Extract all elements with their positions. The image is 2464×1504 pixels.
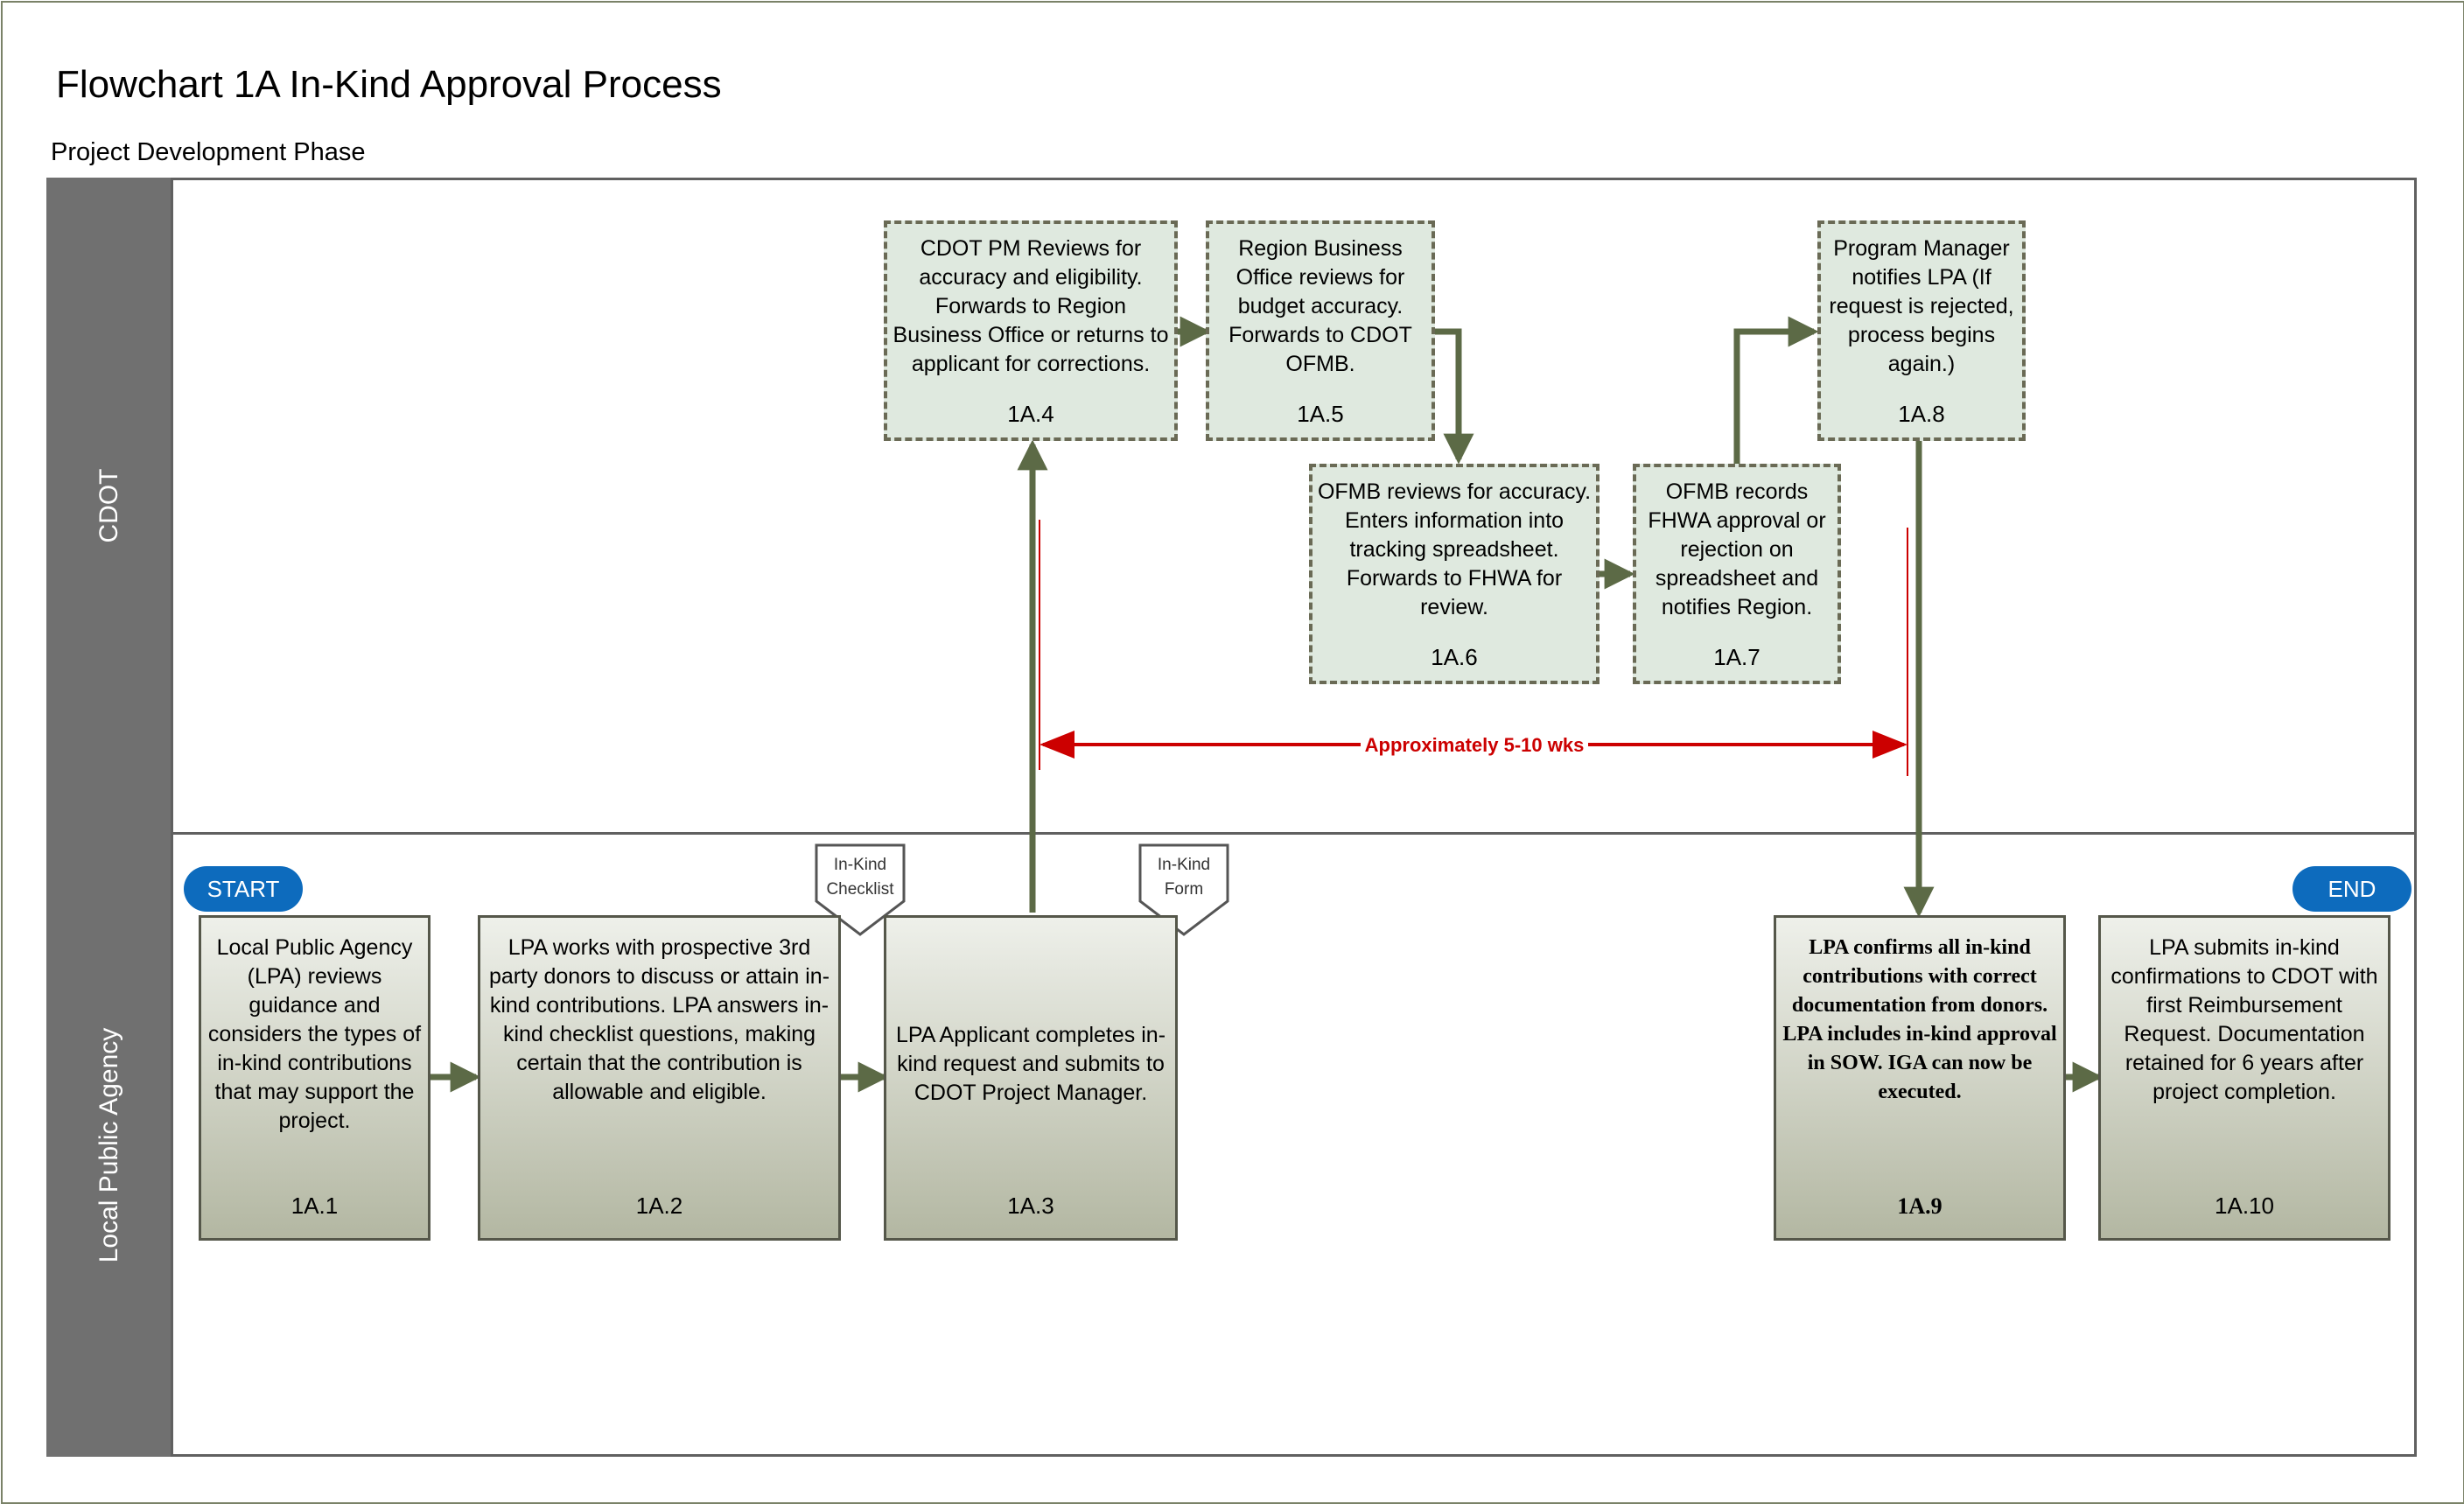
page-title: Flowchart 1A In-Kind Approval Process [56, 63, 722, 106]
step-1a5: Region Business Office reviews for budge… [1206, 220, 1435, 441]
arrow-1a7-to-1a8 [1733, 316, 1819, 464]
step-1a4-id: 1A.4 [1007, 401, 1054, 427]
step-1a6-id: 1A.6 [1431, 644, 1478, 670]
step-1a4-text: CDOT PM Reviews for accuracy and eligibi… [892, 236, 1169, 376]
step-1a4: CDOT PM Reviews for accuracy and eligibi… [884, 220, 1178, 441]
step-1a10-text: LPA submits in-kind confirmations to CDO… [2110, 935, 2378, 1104]
step-1a6-text: OFMB reviews for accuracy. Enters inform… [1317, 479, 1592, 619]
step-1a7-id: 1A.7 [1713, 644, 1760, 670]
step-1a8: Program Manager notifies LPA (If request… [1817, 220, 2026, 441]
form-label-line1: In-Kind [1158, 856, 1210, 874]
step-1a2: LPA works with prospective 3rd party don… [478, 915, 841, 1241]
step-1a8-id: 1A.8 [1898, 401, 1945, 427]
step-1a1-id: 1A.1 [290, 1193, 339, 1219]
in-kind-checklist-document: In-Kind Checklist [815, 843, 906, 936]
end-terminator: END [2292, 866, 2412, 912]
lane-divider [172, 832, 2417, 835]
step-1a8-text: Program Manager notifies LPA (If request… [1829, 236, 2014, 376]
form-label-line2: Form [1165, 880, 1203, 899]
phase-subtitle: Project Development Phase [51, 138, 366, 166]
step-1a10-id: 1A.10 [2215, 1193, 2274, 1219]
arrow-1a5-to-1a6 [1435, 328, 1474, 465]
start-terminator: START [184, 866, 303, 912]
lane-header-lpa: Local Public Agency [46, 834, 172, 1457]
lane-header-cdot: CDOT [46, 178, 172, 834]
step-1a3: LPA Applicant completes in-kind request … [884, 915, 1178, 1241]
step-1a7: OFMB records FHWA approval or rejection … [1633, 464, 1841, 684]
step-1a5-id: 1A.5 [1297, 401, 1344, 427]
step-1a1-text: Local Public Agency (LPA) reviews guidan… [207, 935, 422, 1133]
step-1a9-id: 1A.9 [1897, 1193, 1942, 1219]
checklist-label-line1: In-Kind [834, 856, 886, 874]
step-1a6: OFMB reviews for accuracy. Enters inform… [1309, 464, 1600, 684]
step-1a3-text: LPA Applicant completes in-kind request … [895, 1023, 1166, 1105]
step-1a9-text: LPA confirms all in-kind contributions w… [1782, 936, 2057, 1103]
step-1a5-text: Region Business Office reviews for budge… [1228, 236, 1412, 376]
step-1a2-text: LPA works with prospective 3rd party don… [488, 935, 830, 1104]
step-1a7-text: OFMB records FHWA approval or rejection … [1648, 479, 1826, 619]
step-1a3-id: 1A.3 [1007, 1193, 1054, 1219]
in-kind-form-document: In-Kind Form [1138, 843, 1229, 936]
checklist-label-line2: Checklist [826, 880, 894, 899]
step-1a10: LPA submits in-kind confirmations to CDO… [2098, 915, 2390, 1241]
duration-indicator: Approximately 5-10 wks [1039, 520, 1908, 776]
step-1a9: LPA confirms all in-kind contributions w… [1774, 915, 2066, 1241]
step-1a2-id: 1A.2 [635, 1193, 683, 1219]
lane-header-divider [171, 178, 173, 1457]
duration-label: Approximately 5-10 wks [1365, 734, 1585, 756]
step-1a1: Local Public Agency (LPA) reviews guidan… [199, 915, 430, 1241]
